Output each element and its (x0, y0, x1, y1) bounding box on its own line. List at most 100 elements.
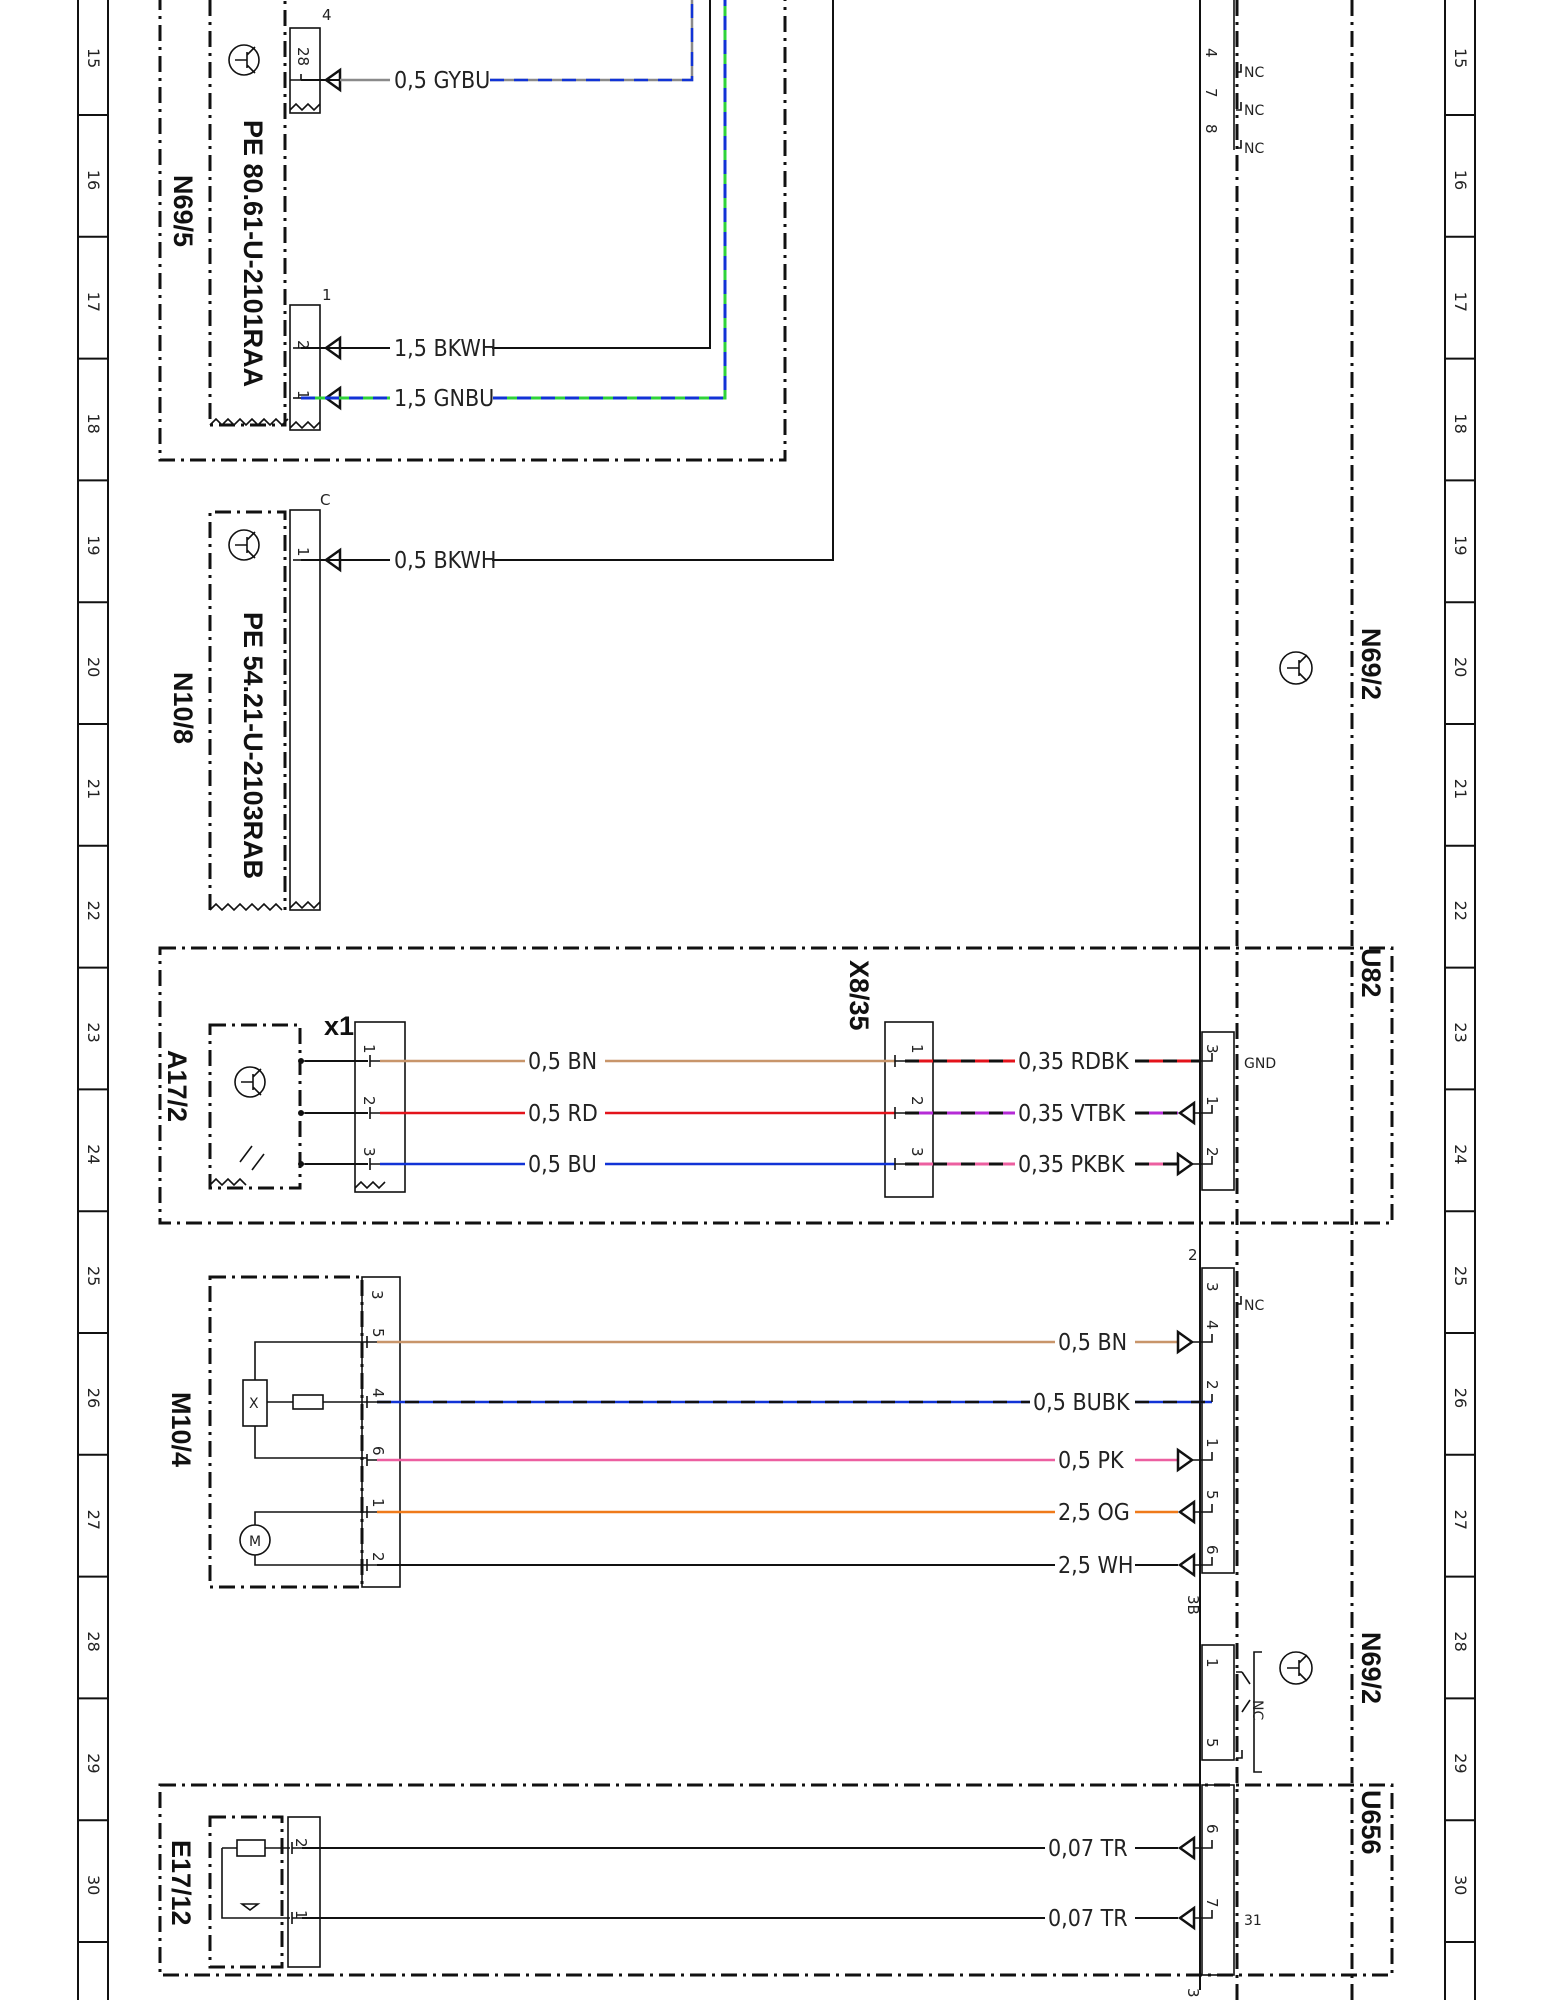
wire-label: 0,5 BKWH (394, 548, 496, 574)
led-icon (239, 1903, 261, 1911)
ruler-number: 17 (1451, 292, 1470, 312)
connector-3b-label: 3B (1184, 1595, 1202, 1615)
wire-label: 0,5 BU (528, 1152, 597, 1178)
n69-5-connector-4-label: 4 (322, 6, 332, 24)
pin-6: 6 (1203, 1545, 1221, 1555)
ruler-number: 16 (1451, 170, 1470, 190)
e17-12-box (208, 1815, 284, 1969)
pin-3: 3 (908, 1147, 926, 1157)
ruler-number: 26 (1451, 1388, 1470, 1408)
pin-5: 5 (1203, 1490, 1221, 1500)
ruler-number: 28 (84, 1631, 103, 1651)
ruler-number: 20 (84, 657, 103, 677)
connector-2-label: 2 (1188, 1246, 1198, 1264)
wire-label: 1,5 GNBU (394, 386, 494, 412)
control-unit-n69-2: 4 7 8 NC NC NC N69/2 N69/2 (1199, 0, 1386, 2000)
wire-label: 0,5 BN (528, 1049, 597, 1075)
pin-2: 2 (294, 340, 312, 350)
pin-2: 2 (360, 1096, 378, 1106)
ruler-number: 25 (84, 1266, 103, 1286)
nc-note: NC (1249, 1700, 1265, 1720)
pin-7: 7 (1202, 88, 1220, 98)
wire-label: 0,35 VTBK (1018, 1101, 1126, 1127)
e17-12-connector (287, 1816, 321, 1968)
ruler-number: 18 (1451, 413, 1470, 433)
wire-label: 0,35 PKBK (1018, 1152, 1125, 1178)
pin-5: 5 (369, 1328, 387, 1338)
pin-1: 1 (1203, 1658, 1221, 1668)
ruler-number: 29 (84, 1753, 103, 1773)
m10-4-ecu-connector: 2 3 NC 4 2 1 5 6 (1188, 1246, 1264, 1574)
wire-bkwh-05: 0,5 BKWH (293, 0, 834, 574)
wire-wh: 2,5 WH (366, 1552, 1213, 1579)
nc-note: NC (1244, 1298, 1264, 1314)
component-m10-4: M10/4 3 X M 5 4 6 1 2 (166, 1275, 401, 1589)
ruler-number: 17 (84, 292, 103, 312)
pin-6: 6 (369, 1446, 387, 1456)
u656-label: U656 (1356, 1790, 1386, 1855)
sensor-icon (234, 1066, 266, 1098)
pin-7: 7 (1203, 1898, 1221, 1908)
ruler-number: 19 (1451, 535, 1470, 555)
a17-2-connector-x1 (354, 1021, 406, 1193)
pin-3: 3 (360, 1147, 378, 1157)
pin-6: 6 (1203, 1824, 1221, 1834)
wire-label: 2,5 OG (1058, 1500, 1130, 1526)
wire-label: 0,5 BUBK (1033, 1390, 1130, 1416)
ruler-number: 16 (84, 170, 103, 190)
n69-2-label: N69/2 (1356, 1632, 1386, 1704)
n69-5-connector-1-label: 1 (322, 286, 332, 304)
m10-4-label: M10/4 (166, 1392, 196, 1467)
wire-pkbk: 0,35 PKBK (894, 1151, 1213, 1178)
resistor-symbol (292, 1394, 324, 1410)
n69-5-connector-4 (289, 27, 321, 114)
wire-og: 2,5 OG (366, 1499, 1213, 1526)
ruler-number: 29 (1451, 1753, 1470, 1773)
ruler-number: 21 (84, 779, 103, 799)
n69-2-label: N69/2 (1356, 628, 1386, 700)
nc-note: NC (1244, 65, 1264, 81)
pin-1: 1 (1203, 1096, 1221, 1106)
n69-5-pe-ref: PE 80.61-U-2101RAA (238, 120, 268, 387)
a17-2-label: A17/2 (162, 1050, 192, 1122)
n10-8-connector-c-label: C (320, 491, 330, 509)
ruler-number: 25 (1451, 1266, 1470, 1286)
n69-5-outer-box (158, 0, 787, 462)
wire-bn-a: 0,5 BN (369, 1049, 895, 1075)
pin-1: 1 (292, 1910, 310, 1920)
component-n10-8: PE 54.21-U-2103RAB N10/8 C 1 (168, 491, 330, 912)
x8-35-label: X8/35 (844, 960, 874, 1031)
pin-1: 1 (360, 1044, 378, 1054)
m10-4-connector-label: 3 (368, 1290, 386, 1300)
a17-2-connector-label: x1 (324, 1011, 354, 1041)
u82-label: U82 (1356, 948, 1386, 998)
n10-8-pe-ref: PE 54.21-U-2103RAB (238, 612, 268, 879)
pin-3: 3 (1203, 1282, 1221, 1292)
connector-3b: 3B 1 5 NC (1184, 1595, 1265, 1773)
wire-bkwh-15: 1,5 BKWH (293, 0, 711, 362)
sensor-icon (228, 44, 260, 76)
u656-ecu-connector (1201, 1784, 1235, 1976)
wire-gybu: 0,5 GYBU (290, 0, 694, 94)
ruler-number: 27 (84, 1510, 103, 1530)
wire-label: 0,5 PK (1058, 1448, 1124, 1474)
wire-pk: 0,5 PK (366, 1447, 1213, 1474)
ruler-number: 18 (84, 413, 103, 433)
n10-8-box (208, 510, 287, 910)
pin-2: 2 (1203, 1147, 1221, 1157)
m10-4-box (208, 1275, 364, 1589)
wire-label: 0,35 RDBK (1018, 1049, 1129, 1075)
wire-label: 1,5 BKWH (394, 336, 496, 362)
n10-8-connector-c (289, 509, 321, 911)
wire-label: 0,5 BN (1058, 1330, 1127, 1356)
pin-2: 2 (292, 1838, 310, 1848)
wire-rd-a: 0,5 RD (369, 1101, 895, 1127)
m10-4-connector (361, 1276, 401, 1588)
resistor-symbol-label: X (249, 1396, 259, 1412)
wire-bn-m: 0,5 BN (366, 1329, 1213, 1356)
ruler-number: 22 (1451, 901, 1470, 921)
x8-35-connector (884, 1021, 934, 1198)
